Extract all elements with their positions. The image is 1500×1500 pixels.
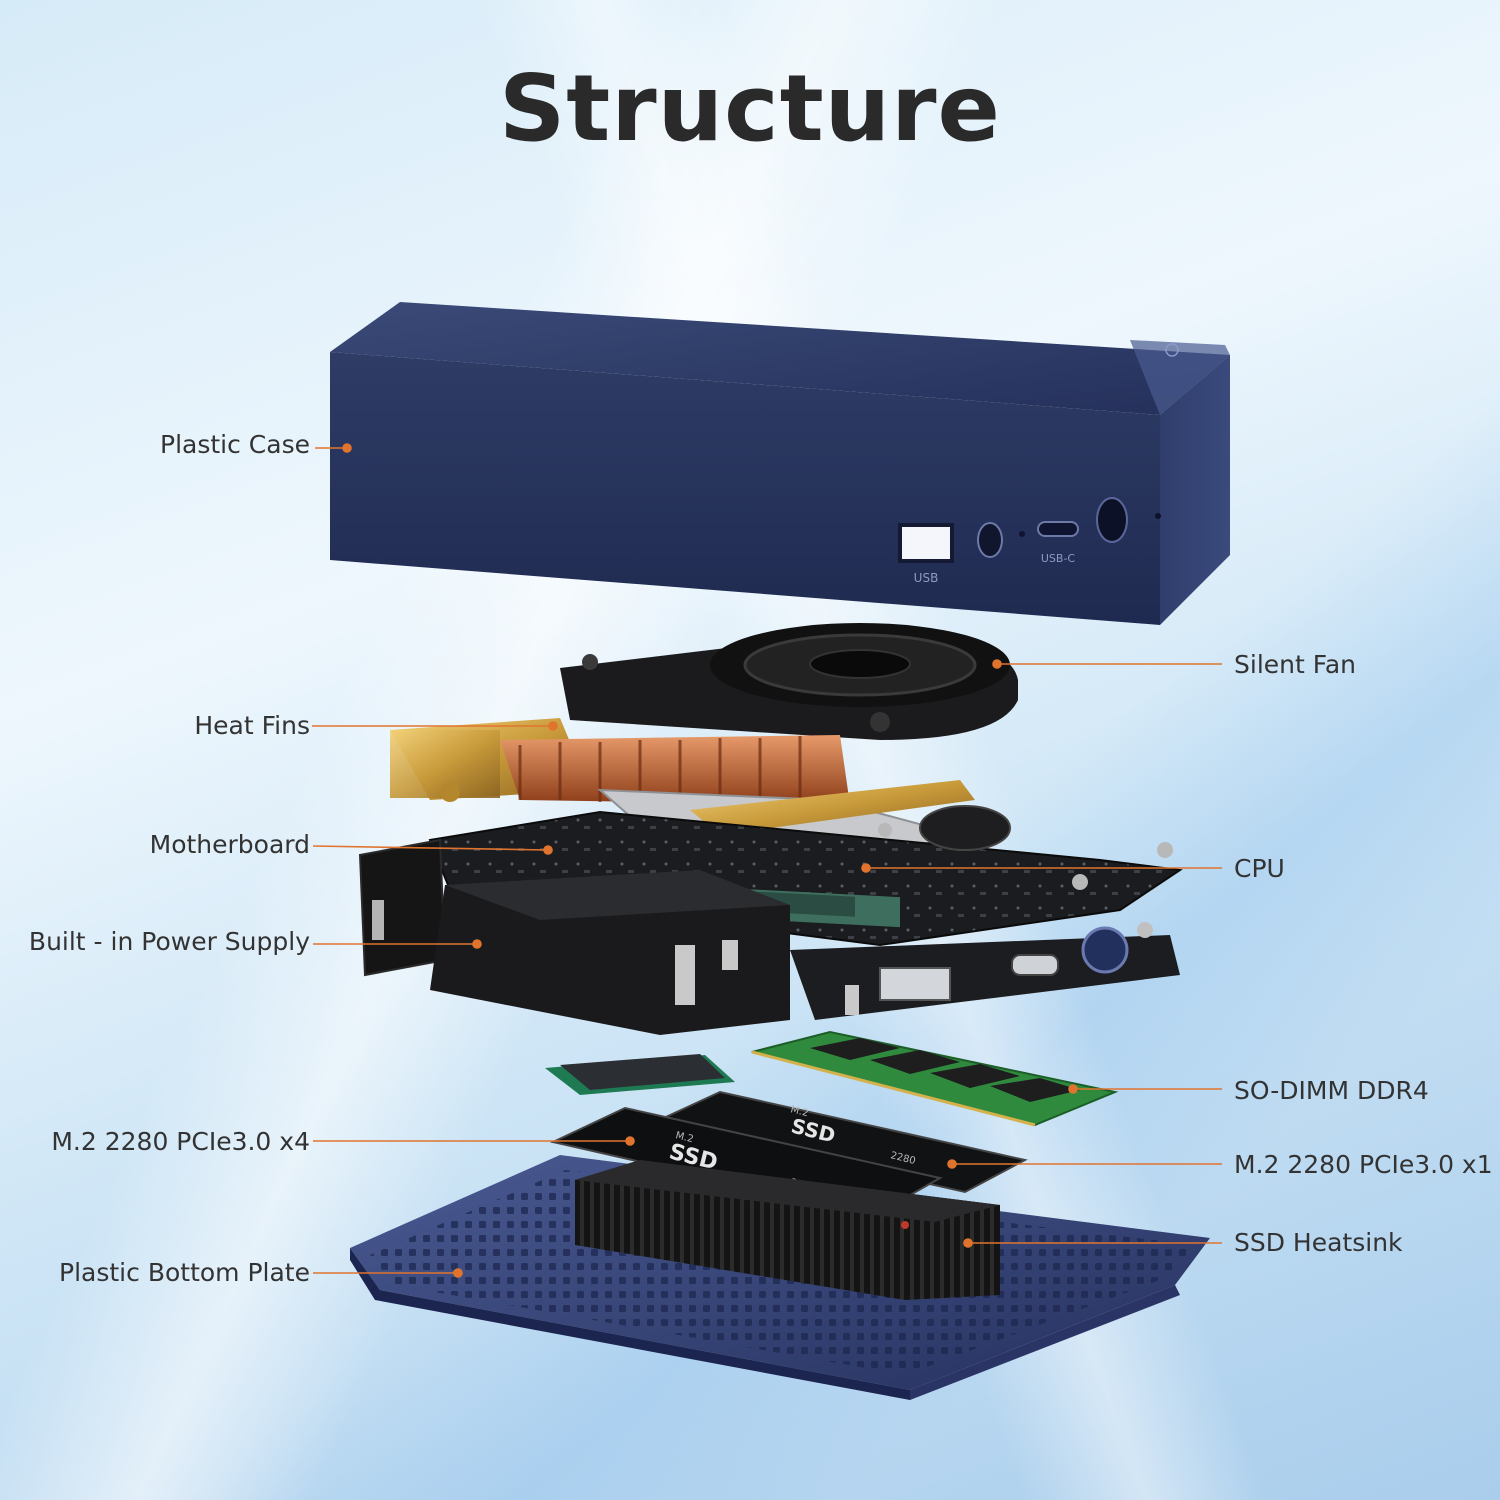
label-m2-x1: M.2 2280 PCIe3.0 x1: [1234, 1150, 1493, 1179]
case-top-surface: [330, 302, 1230, 415]
label-heat-fins: Heat Fins: [194, 711, 310, 740]
motherboard: [428, 805, 1183, 947]
case-side-face: [1160, 355, 1230, 625]
label-ssd-heatsink: SSD Heatsink: [1234, 1228, 1403, 1257]
power-button-icon: [1165, 343, 1179, 357]
ssd-pcie-x1: SSD M.2 2280: [651, 1090, 1028, 1194]
label-silent-fan: Silent Fan: [1234, 650, 1356, 679]
silent-fan: [560, 623, 1018, 740]
heat-fins: [390, 718, 975, 852]
usb-port-label: USB: [914, 571, 939, 585]
wifi-module: [545, 1054, 735, 1095]
label-motherboard: Motherboard: [149, 830, 310, 859]
page-title: Structure: [499, 55, 1001, 162]
dc-power-jack: [1096, 497, 1128, 543]
standoff: [675, 945, 695, 1005]
plastic-case: USB USB-C: [330, 302, 1230, 625]
ssd-tag-text: M.2: [674, 1130, 694, 1145]
label-power-supply: Built - in Power Supply: [28, 927, 310, 956]
power-supply: [358, 838, 790, 1035]
label-plastic-case: Plastic Case: [160, 430, 310, 459]
cmos-battery: [919, 805, 1011, 851]
leader-lines: [312, 443, 1222, 1278]
board-usb-port: [879, 967, 951, 1001]
so-dimm: [751, 1030, 1119, 1127]
label-so-dimm: SO-DIMM DDR4: [1234, 1076, 1429, 1105]
board-io-ports: [790, 922, 1180, 1020]
ssd-tag-text: M.2: [789, 1104, 809, 1119]
usb-c-port: [1037, 521, 1079, 537]
label-m2-x4: M.2 2280 PCIe3.0 x4: [51, 1127, 310, 1156]
label-cpu: CPU: [1234, 854, 1285, 883]
usb-c-port-label: USB-C: [1041, 552, 1076, 565]
label-bottom-plate: Plastic Bottom Plate: [59, 1258, 310, 1287]
audio-jack: [977, 522, 1003, 558]
board-usb-c-port: [1011, 954, 1059, 976]
board-power-button: [1081, 926, 1129, 974]
ssd-heatsink: [575, 1160, 1000, 1300]
usb-port: [898, 523, 954, 563]
